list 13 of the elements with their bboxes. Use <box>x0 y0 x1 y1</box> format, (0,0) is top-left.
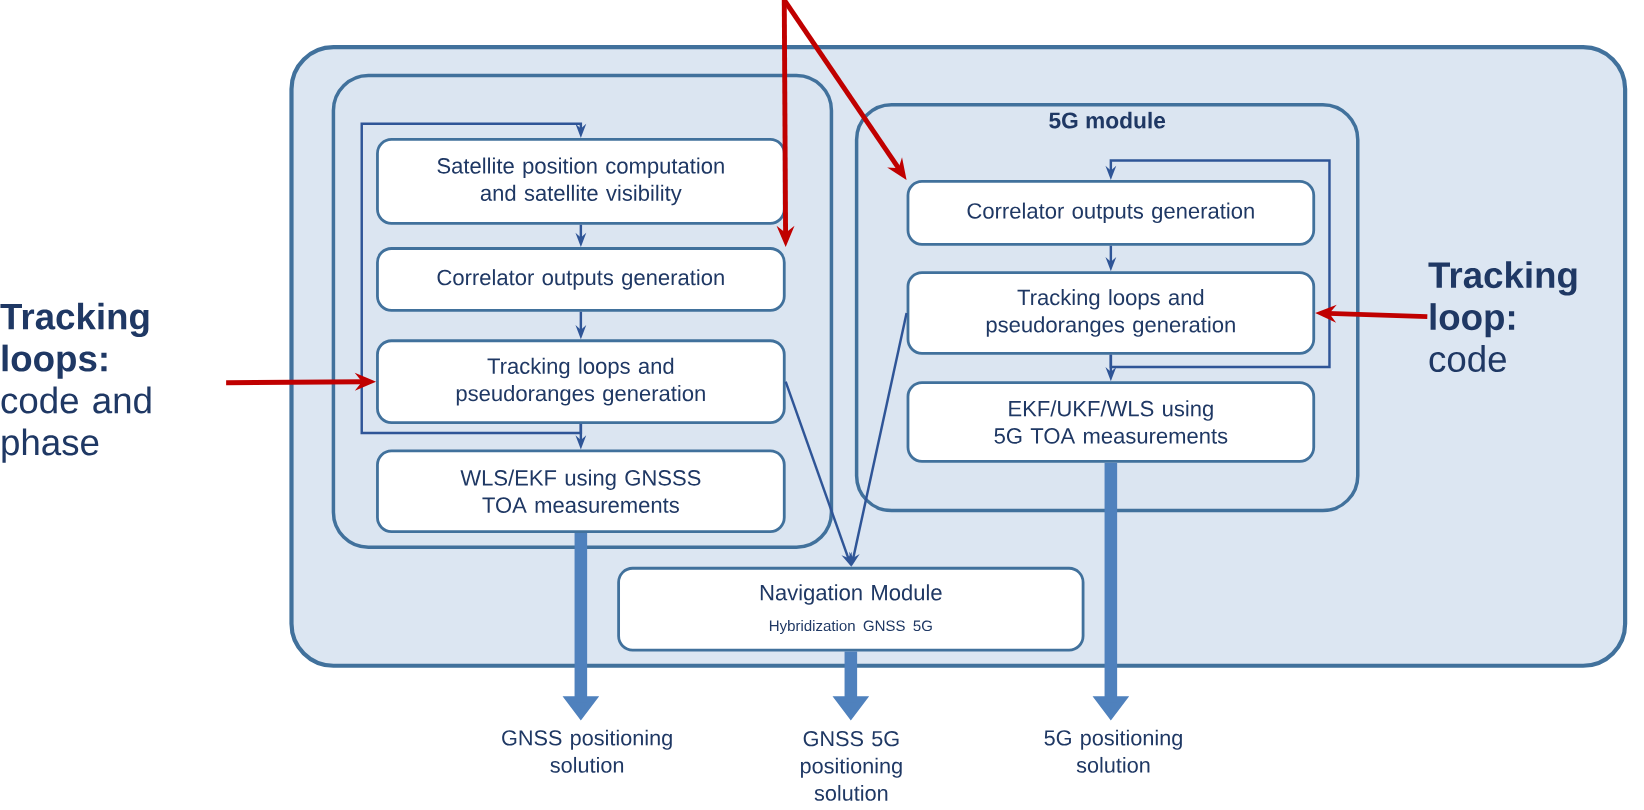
process-box: Navigation Module Hybridization GNSS 5G <box>617 566 1085 652</box>
process-box: Tracking loops and pseudoranges generation <box>376 339 786 424</box>
process-box: Satellite position computation and satellite visibility <box>376 137 786 225</box>
arrow <box>360 122 587 434</box>
process-box: EKF/UKF/WLS using 5G TOA measurements <box>906 381 1316 463</box>
output-label: GNSS 5G positioning solution <box>800 730 902 801</box>
process-box: WLS/EKF using GNSSS TOA measurements <box>376 449 786 533</box>
annotation-text: Tracking loops: code and phase <box>0 302 151 463</box>
process-box: Tracking loops and pseudoranges generation <box>906 270 1316 355</box>
process-box: Correlator outputs generation <box>906 179 1316 246</box>
process-box: Correlator outputs generation <box>376 246 786 312</box>
output-label: 5G positioning solution <box>1044 729 1182 773</box>
output-label: GNSS positioning solution <box>502 729 672 773</box>
